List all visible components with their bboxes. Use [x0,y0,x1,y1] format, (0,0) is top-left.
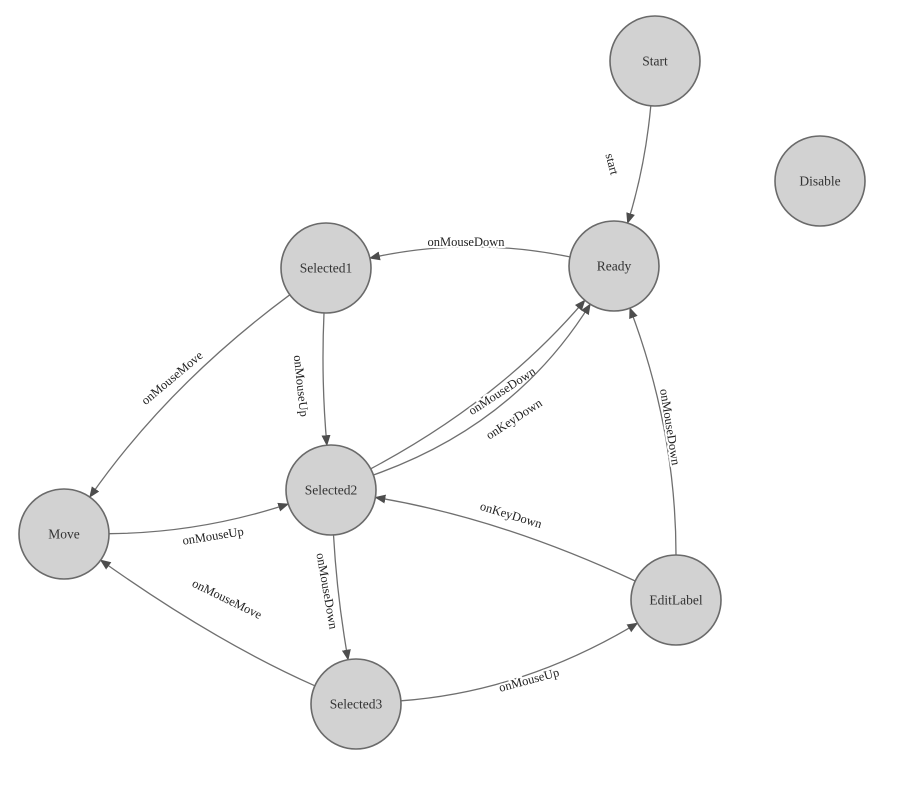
node-selected2[interactable]: Selected2 [285,444,377,536]
node-selected1[interactable]: Selected1 [280,222,372,314]
state-circle[interactable] [774,135,866,227]
transition-line[interactable] [99,559,316,687]
node-start[interactable]: Start [609,15,701,107]
transition-line[interactable] [108,502,290,535]
transition-label: onMouseMove [190,576,265,622]
state-circle[interactable] [609,15,701,107]
transition-label: onMouseDown [427,235,505,249]
state-circle[interactable] [285,444,377,536]
transition-line[interactable] [321,312,331,447]
edge-editlabel-selected2[interactable]: onKeyDown [374,494,636,582]
node-editlabel[interactable]: EditLabel [630,554,722,646]
edge-selected2-selected3[interactable]: onMouseDown [311,534,351,661]
transition-line[interactable] [370,299,586,470]
transition-line[interactable] [629,307,677,556]
state-label: EditLabel [649,593,702,608]
transition-label: onMouseDown [657,388,683,467]
edge-selected1-move[interactable]: onMouseMove [89,294,291,498]
edge-selected1-selected2[interactable]: onMouseUp [289,312,331,447]
state-label: Selected3 [330,697,383,712]
state-label: Selected2 [305,483,357,498]
transition-line[interactable] [332,534,351,661]
transition-label: onMouseUp [497,665,560,695]
edge-selected3-editlabel[interactable]: onMouseUp [400,622,639,702]
edge-selected2-ready[interactable]: onMouseDown [370,299,586,470]
state-circle[interactable] [630,554,722,646]
edge-selected3-move[interactable]: onMouseMove [99,559,316,687]
state-label: Selected1 [300,261,352,276]
transition-label: onMouseDown [313,552,340,631]
state-circle[interactable] [568,220,660,312]
node-move[interactable]: Move [18,488,110,580]
transition-line[interactable] [373,303,591,476]
state-label: Move [48,527,80,542]
transition-label: onMouseUp [291,355,311,418]
transition-line[interactable] [400,622,639,702]
transition-line[interactable] [89,294,291,498]
state-circle[interactable] [310,658,402,750]
transition-label: onKeyDown [478,499,544,531]
node-disable[interactable]: Disable [774,135,866,227]
state-label: Ready [597,259,632,274]
transition-line[interactable] [374,494,636,582]
edge-ready-selected1[interactable]: onMouseDown [368,233,571,261]
state-circle[interactable] [280,222,372,314]
edge-start-ready[interactable]: start [600,105,652,225]
edge-move-selected2[interactable]: onMouseUp [108,502,290,550]
state-label: Disable [799,174,840,189]
state-circle[interactable] [18,488,110,580]
node-selected3[interactable]: Selected3 [310,658,402,750]
node-ready[interactable]: Ready [568,220,660,312]
transition-line[interactable] [368,246,571,261]
transition-label: start [602,152,621,177]
transition-line[interactable] [626,105,652,225]
transition-label: onMouseMove [139,348,206,408]
edge-editlabel-ready[interactable]: onMouseDown [629,307,685,556]
state-label: Start [642,54,668,69]
